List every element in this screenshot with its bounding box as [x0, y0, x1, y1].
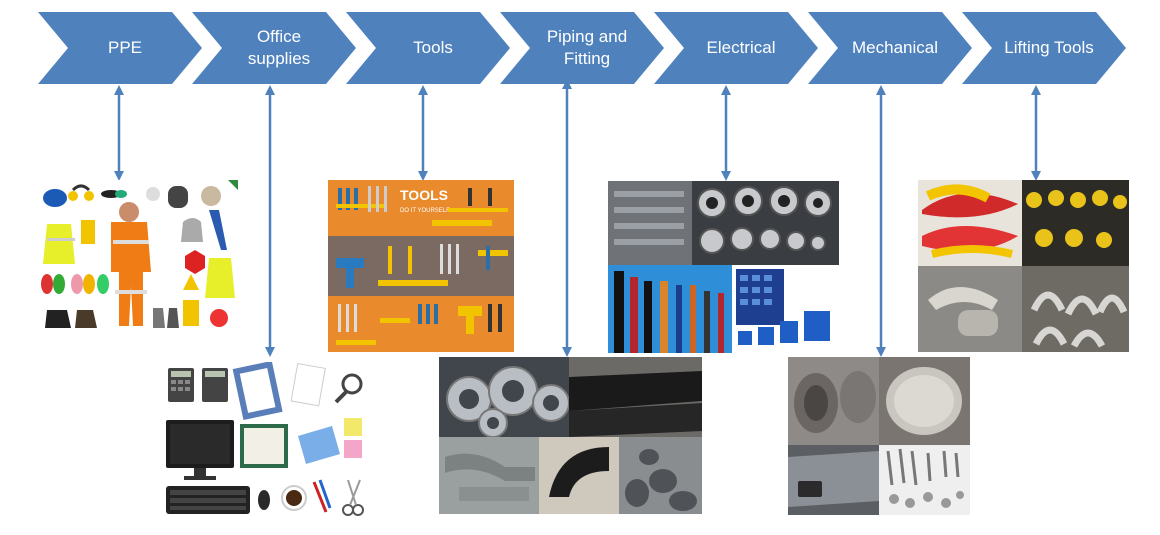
lifting-tools-illustration — [918, 180, 1129, 352]
ppe-image — [33, 180, 238, 336]
step-electrical: Electrical — [654, 12, 818, 84]
tools-illustration: TOOLS DO IT YOURSELF — [328, 180, 514, 352]
step-tools-label: Tools — [413, 38, 453, 57]
mechanical-illustration — [788, 357, 970, 515]
step-ppe: PPE — [38, 12, 202, 84]
step-electrical-label: Electrical — [706, 38, 776, 57]
tools-banner-subtitle: DO IT YOURSELF — [400, 208, 450, 214]
office-supplies-illustration — [160, 362, 374, 520]
step-office-supplies: Office supplies — [192, 12, 356, 84]
process-flow: PPE Office supplies Tools Piping and Fit… — [0, 0, 1160, 100]
step-piping-fitting-label: Piping and Fitting — [546, 27, 628, 68]
step-tools: Tools — [346, 12, 510, 84]
step-piping-fitting: Piping and Fitting — [500, 12, 664, 84]
office-supplies-image — [160, 362, 374, 520]
step-mechanical: Mechanical — [808, 12, 972, 84]
mechanical-image — [788, 357, 970, 515]
step-mechanical-label: Mechanical — [852, 38, 938, 57]
tools-image: TOOLS DO IT YOURSELF — [328, 180, 514, 352]
step-office-supplies-label: Office supplies — [247, 27, 311, 68]
electrical-illustration — [608, 181, 839, 353]
piping-fitting-image — [439, 357, 702, 514]
step-lifting-tools: Lifting Tools — [962, 12, 1126, 84]
lifting-tools-image — [918, 180, 1129, 352]
tools-banner-title: TOOLS — [400, 187, 448, 203]
step-ppe-label: PPE — [107, 38, 143, 57]
step-lifting-tools-label: Lifting Tools — [1004, 38, 1094, 57]
electrical-image — [608, 181, 839, 353]
ppe-illustration — [33, 180, 238, 336]
piping-fitting-illustration — [439, 357, 702, 514]
